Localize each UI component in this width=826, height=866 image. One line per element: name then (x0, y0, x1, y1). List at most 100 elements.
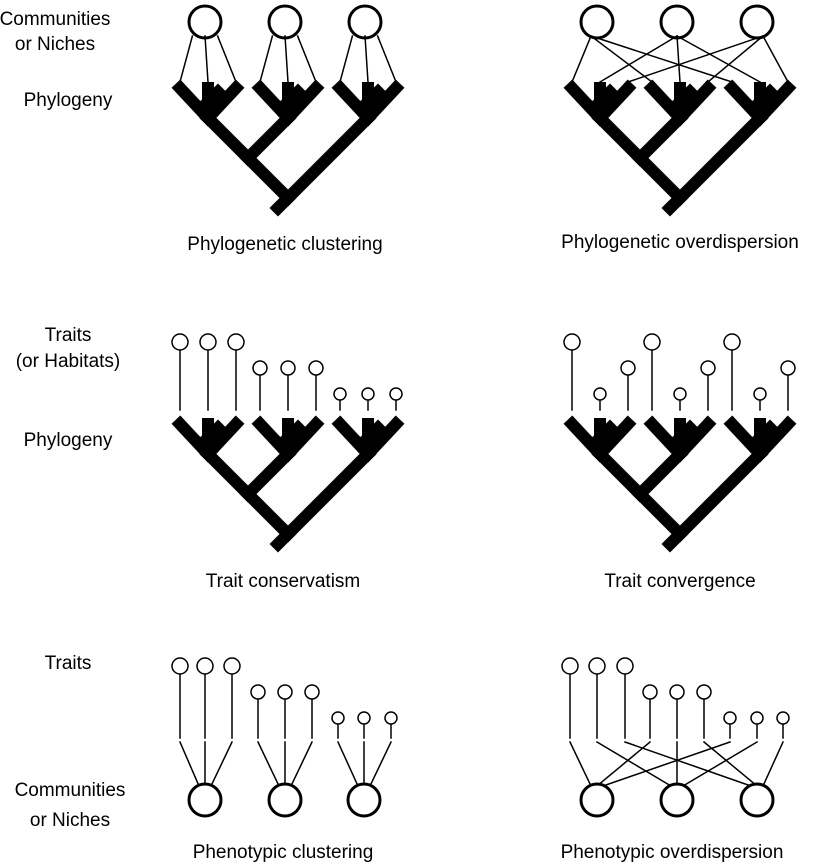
tree-branch (671, 109, 769, 207)
tree-branch (751, 415, 797, 463)
tree-branch (279, 419, 307, 447)
tip-link (598, 34, 679, 84)
trait-circle (199, 333, 217, 351)
panel-phylogenetic-overdispersion (563, 4, 797, 217)
community-link (210, 741, 233, 787)
tree-branch (279, 109, 377, 207)
community-link (337, 741, 359, 787)
tree-root (661, 189, 689, 217)
trait-circle (588, 657, 606, 675)
panel-phenotypic-clustering (171, 657, 398, 818)
caption-phylogenetic-overdispersion: Phylogenetic overdispersion (561, 232, 799, 253)
trait-circle (700, 360, 716, 376)
tree-branch (199, 415, 245, 463)
tree-branch (279, 445, 377, 543)
community-link (595, 740, 652, 788)
tree-branch (591, 415, 637, 463)
tree-branch (279, 79, 325, 127)
caption-phylogenetic-clustering: Phylogenetic clustering (187, 234, 382, 255)
trait-circle (252, 360, 268, 376)
label-phylogeny-mid: Phylogeny (24, 430, 113, 451)
trait-circle (776, 711, 790, 725)
tree-branch (171, 79, 217, 127)
tree-branch (359, 83, 387, 111)
tree-branch (239, 485, 297, 543)
tip-link (675, 34, 762, 84)
tree-branch (751, 83, 779, 111)
tip-link (216, 35, 237, 83)
tip-link (364, 35, 369, 83)
tree-branch (631, 109, 689, 167)
tip-link (296, 35, 317, 83)
tree-branch (279, 415, 325, 463)
community-circle (659, 4, 695, 40)
tree-branch (331, 79, 377, 127)
tree-branch (359, 79, 405, 127)
community-circle (267, 4, 303, 40)
trait-circle (171, 333, 189, 351)
tree-branch (671, 415, 717, 463)
trait-circle (304, 684, 320, 700)
community-link (179, 741, 200, 787)
community-circle (739, 782, 775, 818)
tree-branch (643, 79, 689, 127)
tree-branch (199, 109, 257, 167)
trait-circle (669, 684, 685, 700)
trait-circle (308, 360, 324, 376)
tree-branch (631, 485, 689, 543)
tree-branch (199, 419, 227, 447)
tree-branch (331, 415, 377, 463)
tree-branch (251, 79, 297, 127)
trait-circle (643, 333, 661, 351)
caption-trait-conservatism: Trait conservatism (206, 571, 361, 592)
tree-branch (199, 83, 227, 111)
tree-branch (671, 83, 699, 111)
tip-link (339, 35, 354, 83)
tree-branch (591, 445, 649, 503)
trait-circle (561, 657, 579, 675)
trait-circle (196, 657, 214, 675)
community-circle (739, 4, 775, 40)
tree-branch (723, 415, 769, 463)
tip-link (589, 34, 654, 84)
trait-circle (593, 387, 607, 401)
community-link (369, 741, 392, 787)
tip-link (571, 35, 592, 83)
tree-branch (199, 445, 257, 503)
community-link (624, 741, 752, 787)
trait-circle (280, 360, 296, 376)
community-circle (347, 4, 383, 40)
tip-link (706, 34, 765, 84)
trait-circle (563, 333, 581, 351)
tree-branch (239, 445, 297, 503)
label-niches-bottom: or Niches (30, 810, 110, 831)
tree-branch (631, 149, 689, 207)
tree-branch (671, 445, 769, 543)
label-niches-top: or Niches (15, 34, 95, 55)
label-communities-top: Communities (0, 9, 110, 30)
tree-branch (563, 79, 609, 127)
caption-phenotypic-overdispersion: Phenotypic overdispersion (561, 842, 784, 863)
community-link (702, 740, 759, 788)
tree-branch (591, 419, 619, 447)
community-circle (579, 782, 615, 818)
trait-circle (361, 387, 375, 401)
trait-circle (750, 711, 764, 725)
panel-trait-convergence (563, 333, 797, 553)
trait-circle (171, 657, 189, 675)
tree-branch (279, 83, 307, 111)
tree-branch (171, 415, 217, 463)
trait-circle (333, 387, 347, 401)
trait-circle (331, 711, 345, 725)
trait-circle (616, 657, 634, 675)
community-circle (267, 782, 303, 818)
tip-link (676, 35, 681, 83)
tip-link (376, 35, 397, 83)
label-communities-bottom: Communities (15, 780, 126, 801)
tree-branch (591, 83, 619, 111)
trait-circle (277, 684, 293, 700)
tree-branch (643, 415, 689, 463)
tree-branch (631, 445, 689, 503)
tree-branch (723, 79, 769, 127)
tip-link (204, 35, 209, 83)
